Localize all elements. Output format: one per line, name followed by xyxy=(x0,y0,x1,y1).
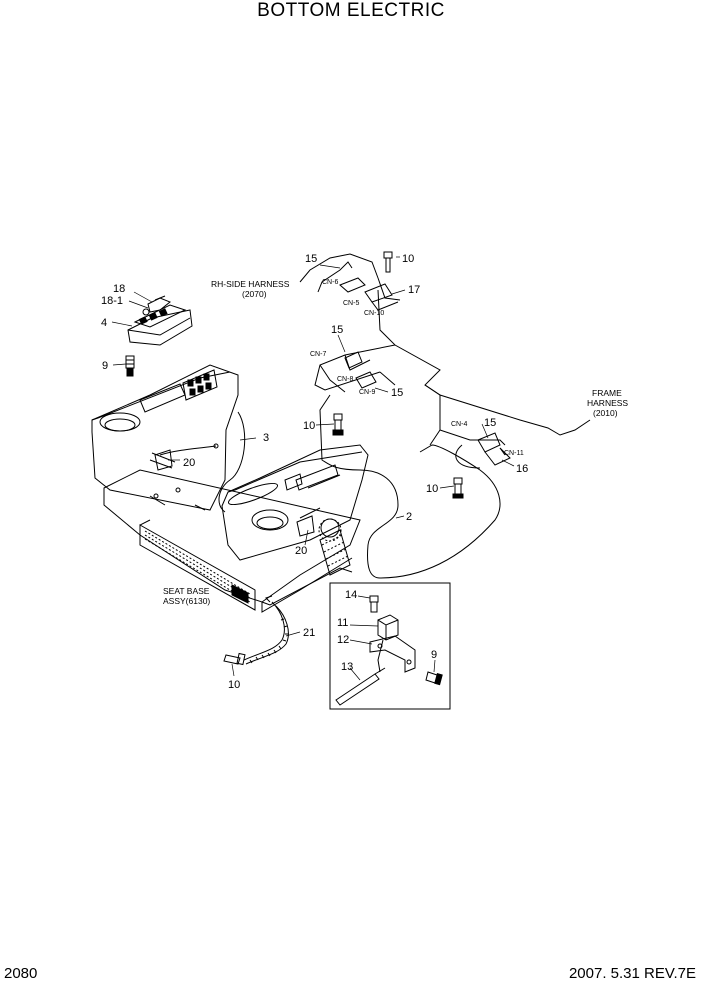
cluster-panel xyxy=(127,295,193,346)
rod-13 xyxy=(335,639,386,706)
page-number: 2080 xyxy=(4,965,38,982)
connector-cn-11: CN-11 xyxy=(504,450,524,457)
connector-cn-7: CN-7 xyxy=(310,351,326,358)
rh-side-harness-label: RH-SIDE HARNESS xyxy=(211,279,290,289)
callout-14: 14 xyxy=(345,589,357,601)
right-console xyxy=(221,444,369,561)
seat-base-assembly xyxy=(103,469,361,613)
hatched-bracket xyxy=(319,529,351,576)
switch-11 xyxy=(377,614,399,641)
callout-4: 4 xyxy=(101,317,107,329)
detail-inset xyxy=(329,582,451,710)
connector-cn-6: CN-6 xyxy=(322,279,338,286)
callout-13: 13 xyxy=(341,661,353,673)
frame-harness-label-2: HARNESS xyxy=(587,398,628,408)
frame-harness-label-1: FRAME xyxy=(592,388,622,398)
seat-base-label-1: SEAT BASE xyxy=(163,586,210,596)
callout-15-middle: 15 xyxy=(331,324,343,336)
seat-base-label-2: ASSY(6130) xyxy=(163,596,210,606)
clip-20-center xyxy=(296,515,315,537)
harness-wires xyxy=(159,253,591,579)
callout-21: 21 xyxy=(303,627,315,639)
callout-15-top: 15 xyxy=(305,253,317,265)
cable-21 xyxy=(243,595,289,665)
callout-20-center: 20 xyxy=(295,545,307,557)
bolt-14 xyxy=(369,595,379,613)
callout-18-1: 18-1 xyxy=(101,295,123,307)
leader-lines xyxy=(111,256,515,681)
connector-cn-8: CN-8 xyxy=(337,376,353,383)
console-switch-panel xyxy=(182,369,218,401)
callout-10-middle: 10 xyxy=(303,420,315,432)
callout-20-left: 20 xyxy=(183,457,195,469)
callout-12: 12 xyxy=(337,634,349,646)
connector-cn-10: CN-10 xyxy=(364,310,384,317)
bolt-10-top xyxy=(383,251,393,273)
bolt-10-bottom xyxy=(223,652,246,666)
callout-2: 2 xyxy=(406,511,412,523)
connector-cn-4: CN-4 xyxy=(451,421,467,428)
callout-9-left: 9 xyxy=(102,360,108,372)
bracket-17 xyxy=(339,277,399,311)
callout-10-right: 10 xyxy=(426,483,438,495)
bracket-16 xyxy=(477,432,511,466)
frame-harness-ref: (2010) xyxy=(593,408,618,418)
seat-base-grille xyxy=(139,519,256,611)
callout-18: 18 xyxy=(113,283,125,295)
callout-15-right: 15 xyxy=(484,417,496,429)
callout-9-detail: 9 xyxy=(431,649,437,661)
callout-17: 17 xyxy=(408,284,420,296)
bolt-9-detail xyxy=(425,671,443,686)
page-title: BOTTOM ELECTRIC xyxy=(257,0,445,21)
callout-15-cn9: 15 xyxy=(391,387,403,399)
clip-20-left xyxy=(154,449,173,471)
connector-cn-5: CN-5 xyxy=(343,300,359,307)
connector-cn-7-8 xyxy=(344,351,377,389)
callout-16: 16 xyxy=(516,463,528,475)
callout-10-bottom: 10 xyxy=(228,679,240,691)
bracket-12 xyxy=(369,635,416,673)
left-console xyxy=(91,364,239,511)
connector-cn-9: CN-9 xyxy=(359,389,375,396)
rh-side-harness-ref: (2070) xyxy=(242,289,267,299)
callout-3: 3 xyxy=(263,432,269,444)
bolt-10-right xyxy=(452,477,464,499)
callout-11: 11 xyxy=(337,617,348,629)
revision-date: 2007. 5.31 REV.7E xyxy=(568,965,696,982)
bolt-9-left xyxy=(125,355,135,377)
callout-10-top: 10 xyxy=(402,253,414,265)
bolt-10-middle xyxy=(332,413,344,436)
